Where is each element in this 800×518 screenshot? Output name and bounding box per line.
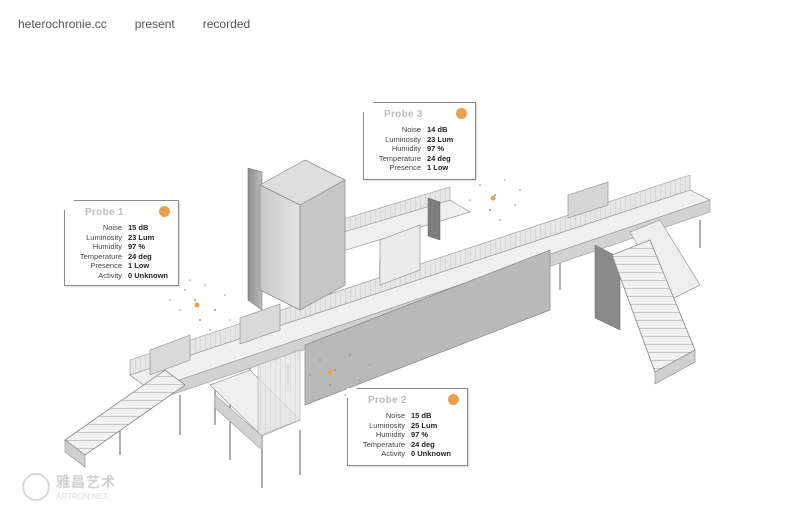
- watermark-cn: 雅昌艺术: [56, 474, 116, 490]
- brand-link[interactable]: heterochronie.cc: [18, 17, 107, 31]
- artron-watermark: 雅昌艺术 ARTRON.NET: [22, 472, 116, 501]
- probe-1-marker[interactable]: [194, 302, 200, 308]
- probe-1-status-dot: [159, 206, 170, 217]
- probe-3-title: Probe 3: [384, 109, 423, 120]
- probe-2-status-dot: [448, 394, 459, 405]
- central-panel-wall: [304, 249, 551, 406]
- probe-2-title: Probe 2: [368, 395, 407, 406]
- left-staircase: [64, 369, 186, 456]
- top-nav: heterochronie.cc present recorded: [18, 17, 250, 31]
- probe-3-marker[interactable]: [490, 195, 496, 201]
- sensor-particles: [169, 179, 521, 401]
- probe-3-status-dot: [456, 108, 467, 119]
- probe-1-title: Probe 1: [85, 207, 124, 218]
- artron-logo-icon: [22, 472, 50, 501]
- nav-recorded-link[interactable]: recorded: [202, 17, 251, 31]
- probe-2-marker[interactable]: [327, 369, 333, 375]
- nav-present-link[interactable]: present: [134, 17, 175, 31]
- watermark-en: ARTRON.NET: [56, 492, 108, 501]
